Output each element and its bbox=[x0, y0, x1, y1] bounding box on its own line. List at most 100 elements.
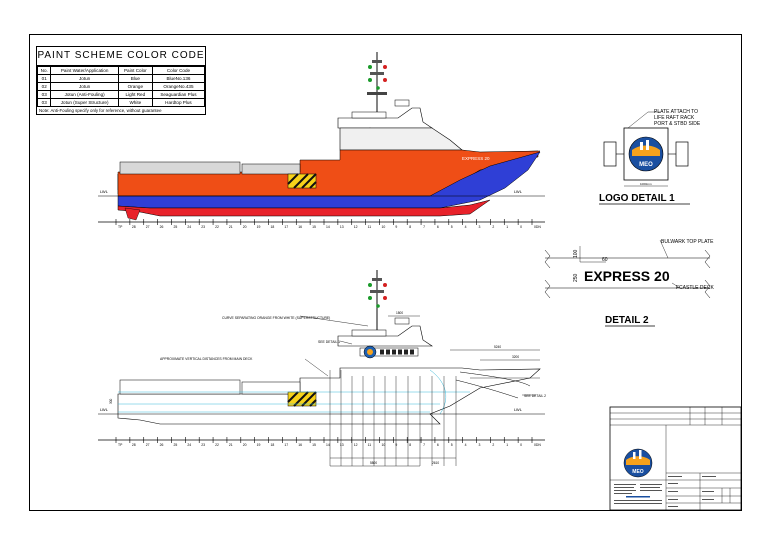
header-cell: Paint Water/Application bbox=[50, 66, 119, 75]
dim-250: 250 bbox=[573, 273, 579, 282]
callout-line-2: LIFE RAFT RACK bbox=[654, 115, 695, 121]
table-cell: Hardtop Plus bbox=[151, 98, 206, 107]
title-block-logo-text: MEO bbox=[632, 469, 644, 475]
top-station-label: 26 bbox=[160, 225, 164, 229]
logo-text-large: MEO bbox=[639, 162, 653, 168]
bottom-station-label: 1 bbox=[506, 443, 508, 447]
top-station-label: 7 bbox=[423, 225, 425, 229]
paint-table-note: Note: Anti-Fouling specify only for refe… bbox=[39, 108, 162, 113]
table-row: 02 Jotun Orange OrangeNo.435 bbox=[36, 82, 206, 91]
bottom-station-label: 5 bbox=[451, 443, 453, 447]
bottom-station-label: 28 bbox=[132, 443, 136, 447]
top-station-label: 17 bbox=[284, 225, 288, 229]
hazard-stripe-bottom bbox=[287, 391, 317, 407]
top-station-label: 18 bbox=[271, 225, 275, 229]
bottom-station-label: 22 bbox=[215, 443, 219, 447]
title-block: MEO bbox=[609, 406, 742, 511]
top-station-label: 5 bbox=[451, 225, 453, 229]
table-cell: 03 bbox=[36, 90, 52, 99]
logo-detail-caption: LOGO DETAIL 1 bbox=[599, 193, 675, 204]
annotation-see-detail-2: SEE DETAIL 2 bbox=[524, 394, 546, 398]
bottom-station-label: 14 bbox=[326, 443, 330, 447]
top-station-label: 13 bbox=[340, 225, 344, 229]
lwl-label-top-right: LWL bbox=[514, 189, 523, 194]
top-station-label: 14 bbox=[326, 225, 330, 229]
paint-table-grid: No. Paint Water/Application Paint Color … bbox=[36, 66, 206, 107]
table-cell: BlueNo.136 bbox=[151, 74, 206, 83]
bottom-station-label: 10 bbox=[381, 443, 385, 447]
bottom-station-label: 4 bbox=[465, 443, 467, 447]
top-station-label: 0DN bbox=[534, 225, 541, 229]
annotation-approx: APPROXIMATE VERTICAL DISTANCES FROM MAIN… bbox=[160, 357, 253, 361]
table-cell: OrangeNo.435 bbox=[151, 82, 206, 91]
top-station-label: 8 bbox=[409, 225, 411, 229]
table-header-row: No. Paint Water/Application Paint Color … bbox=[36, 66, 206, 75]
top-station-label: 22 bbox=[215, 225, 219, 229]
bottom-station-label: 6 bbox=[437, 443, 439, 447]
bulwark-label: BULWARK TOP PLATE bbox=[661, 239, 714, 245]
header-cell: No. bbox=[36, 66, 52, 75]
table-row: 03 Jotun (Super Structure) White Hardtop… bbox=[36, 98, 206, 107]
dim-300: 300 bbox=[109, 398, 113, 404]
header-cell: Color Code bbox=[151, 66, 206, 75]
top-station-label: 25 bbox=[173, 225, 177, 229]
table-cell: Jotun bbox=[50, 82, 119, 91]
table-cell: 03 bbox=[36, 98, 52, 107]
header-cell: Paint Color bbox=[117, 66, 153, 75]
hull-name-top: EXPRESS 20 bbox=[462, 156, 490, 161]
top-station-label: 15 bbox=[312, 225, 316, 229]
table-cell: Light Red bbox=[117, 90, 153, 99]
hazard-stripe-top bbox=[287, 173, 317, 189]
dim-5800: 5800 bbox=[370, 461, 377, 465]
bottom-station-label: 21 bbox=[229, 443, 233, 447]
top-station-label: 11 bbox=[368, 225, 372, 229]
top-station-label: 27 bbox=[146, 225, 150, 229]
callout-line-3: PORT & STBD SIDE bbox=[654, 121, 701, 127]
top-station-label: 20 bbox=[243, 225, 247, 229]
top-station-label: 16 bbox=[298, 225, 302, 229]
top-station-label: 9 bbox=[395, 225, 397, 229]
dim-3200: 3200 bbox=[512, 355, 519, 359]
bottom-station-label: 11 bbox=[368, 443, 372, 447]
lwl-label-bottom-left: LWL bbox=[100, 407, 109, 412]
top-station-label: TP bbox=[118, 225, 123, 229]
table-cell: Jotun (Anti-Fouling) bbox=[50, 90, 119, 99]
top-station-label: 4 bbox=[465, 225, 467, 229]
dim-5240: 5240 bbox=[494, 345, 501, 349]
top-station-label: 21 bbox=[229, 225, 233, 229]
table-cell: 01 bbox=[36, 74, 52, 83]
outline-profile-view: CURVE SEPARATING ORANGE FROM WHITE (SUPE… bbox=[98, 270, 546, 467]
bottom-station-label: 8 bbox=[409, 443, 411, 447]
dim-2610: 2610 bbox=[432, 461, 439, 465]
express-20-detail: EXPRESS 20 bbox=[584, 268, 670, 284]
top-station-label: 24 bbox=[187, 225, 191, 229]
bottom-station-label: 23 bbox=[201, 443, 205, 447]
lwl-label-top-left: LWL bbox=[100, 189, 109, 194]
bottom-station-label: 12 bbox=[354, 443, 358, 447]
bottom-station-label: 20 bbox=[243, 443, 247, 447]
detail-2: BULWARK TOP PLATE FCASTLE DECK 100 60 25… bbox=[544, 239, 714, 327]
top-station-label: 1 bbox=[506, 225, 508, 229]
callout-line-1: PLATE ATTACH TO bbox=[654, 109, 698, 115]
logo-dimension: 1000mm bbox=[640, 182, 652, 186]
top-station-label: 19 bbox=[257, 225, 261, 229]
bottom-station-label: 27 bbox=[146, 443, 150, 447]
table-cell: 02 bbox=[36, 82, 52, 91]
paint-table-title: PAINT SCHEME COLOR CODE bbox=[37, 47, 205, 66]
table-cell: Blue bbox=[117, 74, 153, 83]
top-station-label: 2 bbox=[492, 225, 494, 229]
bottom-station-label: 19 bbox=[257, 443, 261, 447]
table-cell: Orange bbox=[117, 82, 153, 91]
detail-2-caption: DETAIL 2 bbox=[605, 315, 649, 326]
top-station-label: 23 bbox=[201, 225, 205, 229]
bottom-station-label: 24 bbox=[187, 443, 191, 447]
bottom-station-label: 15 bbox=[312, 443, 316, 447]
bottom-station-label: 2 bbox=[492, 443, 494, 447]
bottom-station-label: 0DN bbox=[534, 443, 541, 447]
paint-scheme-table: PAINT SCHEME COLOR CODE No. Paint Water/… bbox=[36, 46, 206, 115]
bottom-station-label: TP bbox=[118, 443, 123, 447]
table-cell: Jotun (Super Structure) bbox=[50, 98, 119, 107]
